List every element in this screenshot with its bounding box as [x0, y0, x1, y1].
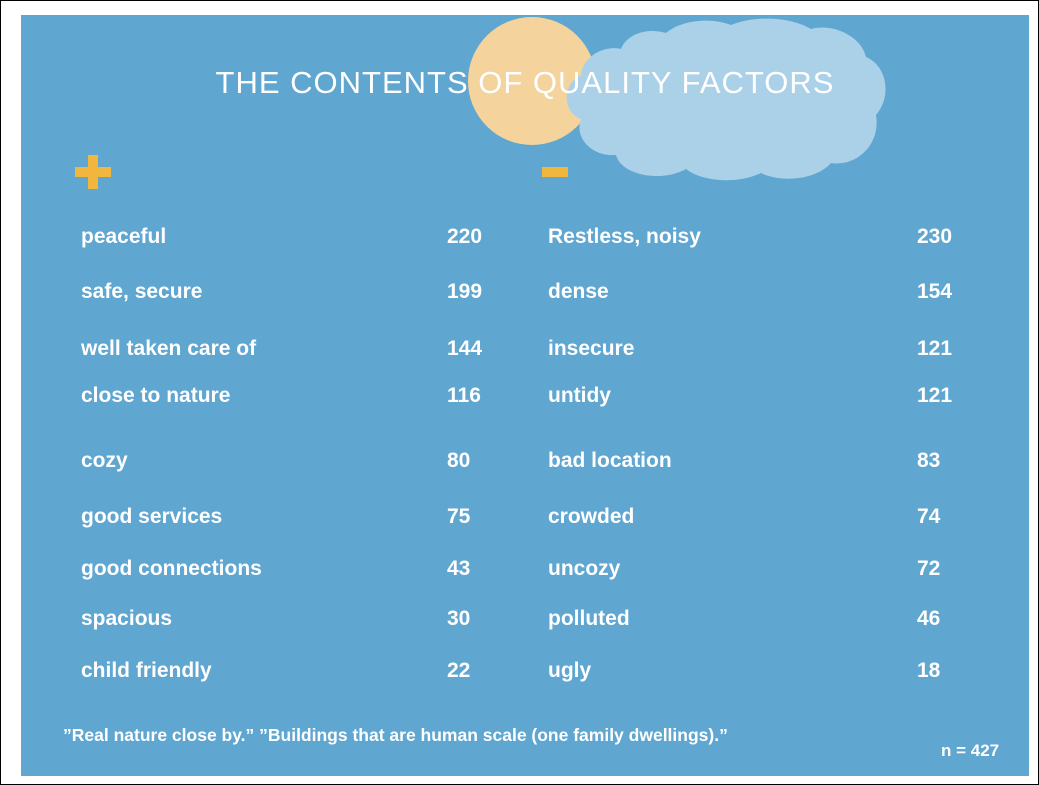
positive-factor-label: spacious	[81, 607, 173, 630]
positive-factor-count: 144	[447, 337, 483, 360]
positive-factor-count: 22	[447, 659, 471, 682]
negative-factor-label: bad location	[548, 449, 672, 472]
negative-factor-label: untidy	[548, 384, 611, 407]
positive-factor-label: cozy	[81, 449, 128, 472]
cloud-shape	[566, 18, 886, 181]
negative-factor-label: uncozy	[548, 557, 621, 580]
negative-factor-count: 230	[917, 225, 953, 248]
quote-text: ”Real nature close by.” ”Buildings that …	[63, 725, 728, 745]
positive-factor-count: 30	[447, 607, 471, 630]
negative-factor-label: polluted	[548, 607, 630, 630]
positive-factor-count: 220	[447, 225, 483, 248]
negative-factor-label: crowded	[548, 505, 635, 528]
negative-factor-count: 46	[917, 607, 941, 630]
negative-factor-label: ugly	[548, 659, 592, 682]
positive-factor-label: well taken care of	[81, 337, 257, 360]
positive-factor-label: child friendly	[81, 659, 212, 682]
positive-factor-count: 116	[447, 384, 481, 407]
negative-factor-label: dense	[548, 280, 609, 303]
negative-factor-label: insecure	[548, 337, 635, 360]
sample-size-label: n = 427	[941, 741, 1000, 760]
negative-factor-count: 74	[917, 505, 941, 528]
negative-factor-count: 121	[917, 337, 953, 360]
positive-factor-count: 75	[447, 505, 471, 528]
negative-factor-count: 18	[917, 659, 941, 682]
minus-icon	[542, 167, 568, 177]
negative-factor-count: 154	[917, 280, 953, 303]
positive-factor-label: safe, secure	[81, 280, 203, 303]
positive-factor-label: good services	[81, 505, 223, 528]
plus-icon-stem	[88, 155, 98, 189]
positive-factor-label: good connections	[81, 557, 262, 580]
positive-factor-count: 43	[447, 557, 471, 580]
positive-factor-count: 199	[447, 280, 483, 303]
negative-factor-count: 121	[917, 384, 953, 407]
negative-factor-count: 72	[917, 557, 941, 580]
slide: THE CONTENTS OF QUALITY FACTORS peaceful…	[21, 15, 1029, 776]
negative-factor-count: 83	[917, 449, 941, 472]
positive-factor-count: 80	[447, 449, 471, 472]
positive-factor-label: close to nature	[81, 384, 231, 407]
positive-factor-label: peaceful	[81, 225, 167, 248]
negative-factor-label: Restless, noisy	[548, 225, 701, 248]
slide-title: THE CONTENTS OF QUALITY FACTORS	[215, 65, 835, 100]
